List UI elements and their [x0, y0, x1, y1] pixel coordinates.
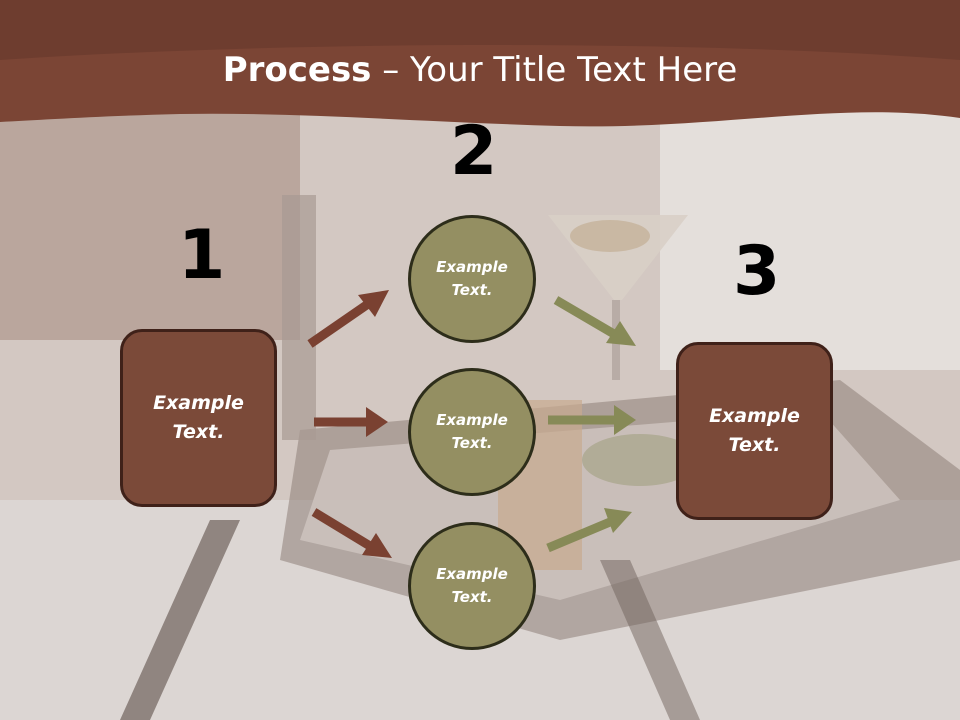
step-number-2: 2: [450, 118, 497, 186]
arrow-left-to-middle-head: [366, 407, 388, 437]
circle-top-line1: Example: [436, 256, 508, 279]
step-box-left: Example Text.: [120, 329, 277, 507]
circle-middle-line1: Example: [436, 409, 508, 432]
step-circle-middle: Example Text.: [408, 368, 536, 496]
arrow-left-to-bottom: [314, 512, 370, 546]
arrow-bottom-to-right: [548, 522, 610, 548]
circle-top-line2: Text.: [436, 279, 508, 302]
arrow-top-to-right: [556, 300, 614, 334]
box-left-line2: Text.: [153, 418, 244, 447]
step-number-3: 3: [733, 238, 780, 306]
arrow-left-to-top: [310, 304, 368, 344]
circle-middle-line2: Text.: [436, 432, 508, 455]
step-circle-top: Example Text.: [408, 215, 536, 343]
step-number-1: 1: [178, 222, 225, 290]
box-right-line1: Example: [709, 402, 800, 431]
arrow-middle-to-right-head: [614, 405, 636, 435]
circle-bottom-line1: Example: [436, 563, 508, 586]
box-left-line1: Example: [153, 389, 244, 418]
step-circle-bottom: Example Text.: [408, 522, 536, 650]
circle-bottom-line2: Text.: [436, 586, 508, 609]
step-box-right: Example Text.: [676, 342, 833, 520]
box-right-line2: Text.: [709, 431, 800, 460]
